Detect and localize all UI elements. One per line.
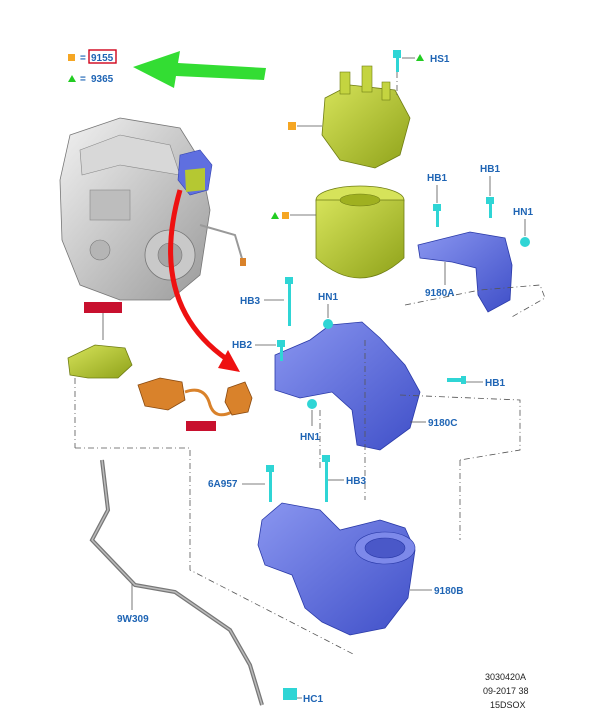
hn1-c-nut <box>307 399 317 409</box>
legend-equals-2: = <box>80 74 86 85</box>
red-arrow-head-icon <box>218 350 240 372</box>
p6a957-bolt-head <box>266 465 274 472</box>
hb3-a-bolt-head <box>285 277 293 284</box>
hb3-b-bolt-head <box>322 455 330 462</box>
sensor-mount-bracket <box>67 344 133 379</box>
hb1-b-bolt-shank <box>489 204 492 218</box>
label-hb3-b: HB3 <box>346 476 366 487</box>
ref-line-2: 09-2017 38 <box>483 686 529 696</box>
red-arrow-curve <box>168 189 230 363</box>
canister-square-marker <box>282 212 289 219</box>
legend-equals-1: = <box>80 53 86 64</box>
tag-upper <box>84 302 122 313</box>
filter-head-square-marker <box>288 122 296 130</box>
hb3-b-bolt-shank <box>325 462 328 502</box>
legend-triangle-icon <box>68 75 76 82</box>
label-hb1-c: HB1 <box>485 378 505 389</box>
hb2-bolt-head <box>277 340 285 347</box>
legend-square-icon <box>68 54 75 61</box>
ref-line-1: 3030420A <box>485 672 526 682</box>
hb2-bolt-shank <box>280 347 283 361</box>
hb1-a-bolt-shank <box>436 211 439 227</box>
green-arrow-icon <box>133 51 266 88</box>
hn1-b-nut <box>323 319 333 329</box>
label-hn1-a: HN1 <box>513 207 533 218</box>
hs1-screw-head <box>393 50 401 58</box>
legend-value-9155: 9155 <box>91 53 114 64</box>
hn1-a-nut <box>520 237 530 247</box>
sensor-plug <box>224 381 253 416</box>
legend-value-9365: 9365 <box>91 74 114 85</box>
label-9180b: 9180B <box>434 586 463 597</box>
label-6a957: 6A957 <box>208 479 238 490</box>
sensor-connector-body <box>137 377 186 411</box>
fuel-filter-head <box>321 65 411 169</box>
hs1-triangle-marker <box>416 54 424 61</box>
label-hs1: HS1 <box>430 54 450 65</box>
label-hc1: HC1 <box>303 694 323 705</box>
pipe-9w309 <box>89 459 264 706</box>
legend-highlight-box <box>88 49 117 64</box>
hb3-a-bolt-shank <box>288 284 291 326</box>
label-hn1-b: HN1 <box>318 292 338 303</box>
fuel-filter-canister <box>315 185 405 279</box>
hb1-c-bolt-shank <box>447 378 463 382</box>
tag-lower <box>186 421 216 431</box>
hc1-clip <box>283 688 297 700</box>
hb1-a-bolt-head <box>433 204 441 211</box>
canister-triangle-marker <box>271 212 279 219</box>
label-hn1-c: HN1 <box>300 432 320 443</box>
label-hb3-a: HB3 <box>240 296 260 307</box>
bracket-9180b <box>257 502 416 636</box>
engine-assembly <box>59 117 246 301</box>
label-9w309: 9W309 <box>117 614 149 625</box>
p6a957-bolt-shank <box>269 472 272 502</box>
sensor-harness <box>184 388 233 417</box>
hb1-b-bolt-head <box>486 197 494 204</box>
label-hb1-a: HB1 <box>427 173 447 184</box>
hs1-screw-shank <box>396 58 399 72</box>
label-9180c: 9180C <box>428 418 457 429</box>
label-hb1-b: HB1 <box>480 164 500 175</box>
label-hb2: HB2 <box>232 340 252 351</box>
hb1-c-bolt-head <box>461 376 466 384</box>
bracket-9180c <box>274 321 421 451</box>
ref-line-3: 15DSOX <box>490 700 526 710</box>
label-9180a: 9180A <box>425 288 454 299</box>
bracket-9180a <box>417 231 513 313</box>
